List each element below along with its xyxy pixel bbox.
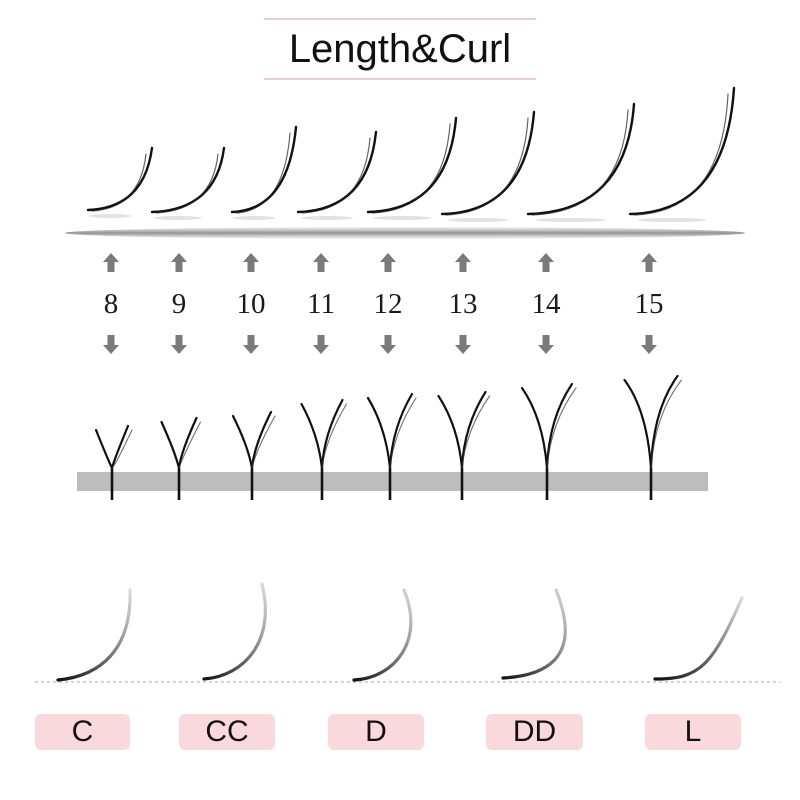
curl-lash-L xyxy=(653,596,744,681)
length-label: 12 xyxy=(374,288,403,320)
lash-strip xyxy=(77,472,708,491)
arrow-up-icon xyxy=(380,253,396,272)
arrow-down-icon xyxy=(103,335,119,354)
top-lash-11 xyxy=(296,130,378,220)
curl-lash-CC xyxy=(202,582,267,681)
curl-badge-d: D xyxy=(328,714,424,750)
curl-badge-cc: CC xyxy=(179,714,275,750)
y-lash-13 xyxy=(437,390,491,500)
curl-badge-l: L xyxy=(645,714,741,750)
arrow-down-icon xyxy=(641,335,657,354)
curl-lash-row xyxy=(56,582,744,682)
top-lash-15 xyxy=(628,86,736,222)
curl-lash-C xyxy=(56,588,132,682)
y-lash-9 xyxy=(160,416,202,500)
arrow-up-icon xyxy=(455,253,471,272)
title-top-rule xyxy=(264,18,536,20)
arrow-down-icon xyxy=(538,335,554,354)
title-bottom-rule xyxy=(264,78,536,80)
arrow-up-icon xyxy=(103,253,119,272)
top-lash-8 xyxy=(86,146,154,218)
y-lash-14 xyxy=(520,382,577,500)
arrow-up-icon xyxy=(641,253,657,272)
top-lash-12 xyxy=(366,116,458,220)
y-lash-8 xyxy=(94,424,133,500)
y-lash-11 xyxy=(300,398,348,500)
length-label: 10 xyxy=(237,288,266,320)
y-lash-10 xyxy=(231,410,276,500)
page-title: Length&Curl xyxy=(288,27,512,71)
arrow-down-icon xyxy=(313,335,329,354)
top-lash-row xyxy=(86,86,736,222)
top-shelf-shadow xyxy=(65,227,745,239)
y-lash-12 xyxy=(366,392,417,500)
arrow-up-icon xyxy=(171,253,187,272)
top-lash-14 xyxy=(526,102,636,222)
arrow-down-icon xyxy=(380,335,396,354)
top-lash-10 xyxy=(230,125,298,220)
title-box: Length&Curl xyxy=(264,18,536,80)
y-lash-row xyxy=(94,374,683,500)
curl-lash-D xyxy=(352,588,413,682)
arrow-down-icon xyxy=(243,335,259,354)
length-label: 9 xyxy=(172,288,187,320)
length-label: 14 xyxy=(532,288,562,320)
y-lash-15 xyxy=(623,374,683,500)
arrow-down-icon xyxy=(455,335,471,354)
length-label: 8 xyxy=(104,288,119,320)
length-marker-row: 8 9 10 11 12 13 14 15 xyxy=(103,253,664,354)
curl-badge-c: C xyxy=(35,714,130,750)
length-label: 15 xyxy=(635,288,664,320)
arrow-down-icon xyxy=(171,335,187,354)
top-lash-13 xyxy=(440,110,536,222)
arrow-up-icon xyxy=(313,253,329,272)
curl-lash-DD xyxy=(501,588,567,680)
length-label: 11 xyxy=(307,288,335,320)
length-label: 13 xyxy=(449,288,478,320)
arrow-up-icon xyxy=(538,253,554,272)
curl-badge-dd: DD xyxy=(486,714,583,750)
top-lash-9 xyxy=(150,146,226,220)
arrow-up-icon xyxy=(243,253,259,272)
